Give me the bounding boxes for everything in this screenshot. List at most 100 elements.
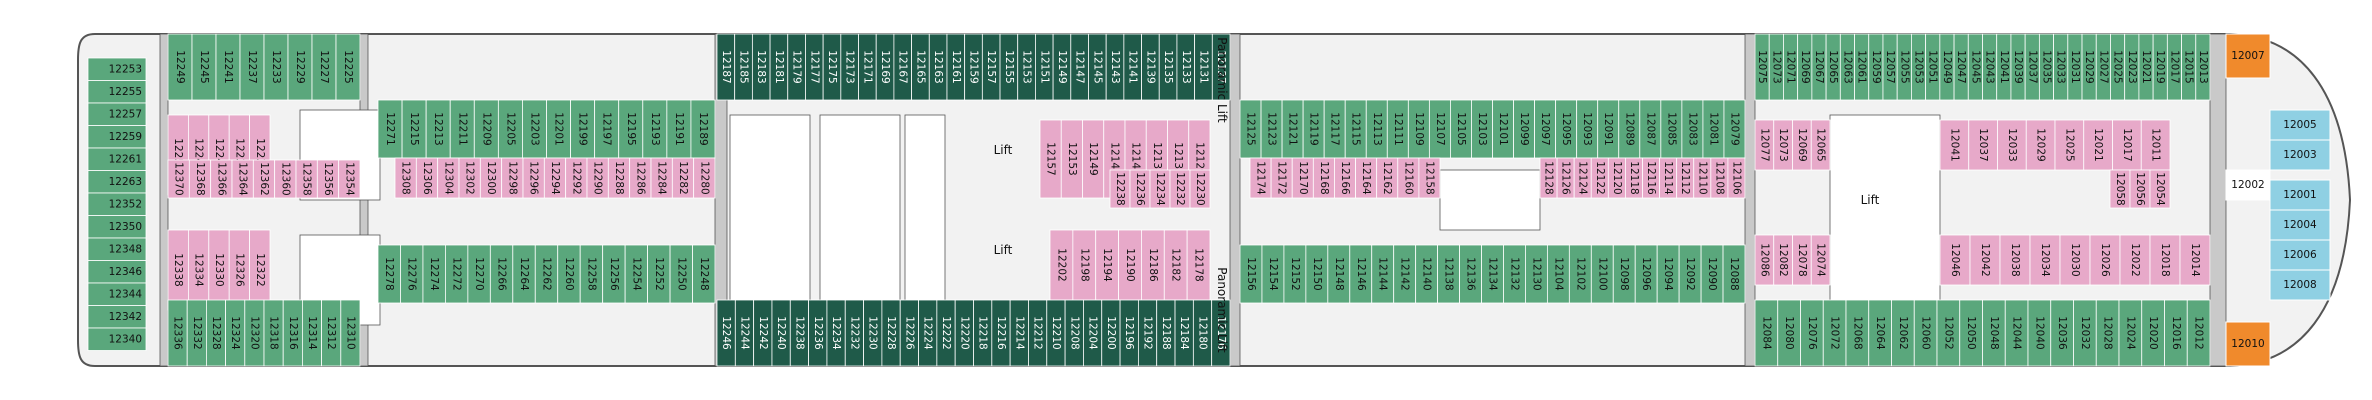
cabin-12186[interactable]: 12186 <box>1141 229 1165 301</box>
cabin-12015[interactable]: 12015 <box>2181 33 2197 101</box>
cabin-12257[interactable]: 12257 <box>87 102 147 126</box>
cabin-12123[interactable]: 12123 <box>1260 99 1283 159</box>
cabin-12048[interactable]: 12048 <box>1982 299 2006 367</box>
cabin-12094[interactable]: 12094 <box>1656 244 1680 304</box>
cabin-12045[interactable]: 12045 <box>1967 33 1983 101</box>
cabin-12296[interactable]: 12296 <box>522 157 545 199</box>
cabin-12165[interactable]: 12165 <box>911 33 930 101</box>
cabin-12063[interactable]: 12063 <box>1839 33 1855 101</box>
cabin-12151[interactable]: 12151 <box>1035 33 1054 101</box>
cabin-12189[interactable]: 12189 <box>690 99 716 159</box>
cabin-12181[interactable]: 12181 <box>769 33 789 101</box>
cabin-12071[interactable]: 12071 <box>1783 33 1799 101</box>
cabin-12160[interactable]: 12160 <box>1397 157 1420 199</box>
cabin-12147[interactable]: 12147 <box>1070 33 1089 101</box>
cabin-12164[interactable]: 12164 <box>1355 157 1378 199</box>
cabin-12082[interactable]: 12082 <box>1773 234 1793 286</box>
cabin-12234[interactable]: 12234 <box>826 299 846 367</box>
cabin-12069[interactable]: 12069 <box>1792 119 1812 171</box>
cabin-12262[interactable]: 12262 <box>534 244 559 304</box>
cabin-12054[interactable]: 12054 <box>2149 169 2171 209</box>
cabin-12340[interactable]: 12340 <box>87 327 147 351</box>
cabin-12122[interactable]: 12122 <box>1590 157 1609 199</box>
cabin-12084[interactable]: 12084 <box>1754 299 1779 367</box>
cabin-12199[interactable]: 12199 <box>570 99 596 159</box>
cabin-12111[interactable]: 12111 <box>1386 99 1409 159</box>
cabin-12203[interactable]: 12203 <box>522 99 547 159</box>
cabin-12204[interactable]: 12204 <box>1083 299 1103 367</box>
cabin-12176[interactable]: 12176 <box>1211 299 1231 367</box>
cabin-12218[interactable]: 12218 <box>973 299 993 367</box>
cabin-12259[interactable]: 12259 <box>87 125 147 149</box>
cabin-12314[interactable]: 12314 <box>301 299 322 367</box>
cabin-12298[interactable]: 12298 <box>501 157 524 199</box>
cabin-12238[interactable]: 12238 <box>789 299 810 367</box>
cabin-12174[interactable]: 12174 <box>1249 157 1272 199</box>
cabin-12166[interactable]: 12166 <box>1334 157 1356 199</box>
cabin-12261[interactable]: 12261 <box>87 147 147 171</box>
cabin-12124[interactable]: 12124 <box>1573 157 1592 199</box>
cabin-12310[interactable]: 12310 <box>340 299 361 367</box>
cabin-12195[interactable]: 12195 <box>618 99 644 159</box>
cabin-12198[interactable]: 12198 <box>1072 229 1097 301</box>
cabin-12180[interactable]: 12180 <box>1192 299 1213 367</box>
cabin-12077[interactable]: 12077 <box>1754 119 1775 171</box>
cabin-12326[interactable]: 12326 <box>228 229 250 311</box>
cabin-12230[interactable]: 12230 <box>1189 169 1211 209</box>
cabin-12244[interactable]: 12244 <box>734 299 755 367</box>
cabin-12157[interactable]: 12157 <box>981 33 1001 101</box>
cabin-12120[interactable]: 12120 <box>1607 157 1626 199</box>
cabin-12252[interactable]: 12252 <box>647 244 671 304</box>
cabin-12064[interactable]: 12064 <box>1868 299 1892 367</box>
cabin-12178[interactable]: 12178 <box>1186 229 1211 301</box>
cabin-12330[interactable]: 12330 <box>208 229 230 311</box>
cabin-12348[interactable]: 12348 <box>87 237 147 261</box>
cabin-12019[interactable]: 12019 <box>2152 33 2168 101</box>
cabin-12266[interactable]: 12266 <box>489 244 514 304</box>
cabin-12058[interactable]: 12058 <box>2109 169 2131 209</box>
cabin-12205[interactable]: 12205 <box>497 99 523 159</box>
cabin-12065[interactable]: 12065 <box>1825 33 1841 101</box>
cabin-12001[interactable]: 12001 <box>2269 179 2331 211</box>
cabin-12047[interactable]: 12047 <box>1953 33 1969 101</box>
cabin-12209[interactable]: 12209 <box>473 99 499 159</box>
cabin-12112[interactable]: 12112 <box>1676 157 1695 199</box>
cabin-12145[interactable]: 12145 <box>1088 33 1107 101</box>
cabin-12344[interactable]: 12344 <box>87 282 147 306</box>
cabin-12003[interactable]: 12003 <box>2269 139 2331 171</box>
cabin-12109[interactable]: 12109 <box>1407 99 1430 159</box>
cabin-12157[interactable]: 12157 <box>1039 119 1062 199</box>
cabin-12236[interactable]: 12236 <box>808 299 828 367</box>
cabin-12342[interactable]: 12342 <box>87 305 147 329</box>
cabin-12232[interactable]: 12232 <box>844 299 864 367</box>
cabin-12152[interactable]: 12152 <box>1283 244 1307 304</box>
cabin-12241[interactable]: 12241 <box>215 33 241 101</box>
cabin-12060[interactable]: 12060 <box>1913 299 1938 367</box>
cabin-12334[interactable]: 12334 <box>187 229 210 311</box>
cabin-12316[interactable]: 12316 <box>282 299 303 367</box>
cabin-12258[interactable]: 12258 <box>579 244 604 304</box>
cabin-12127[interactable]: 12127 <box>1211 33 1231 101</box>
cabin-12076[interactable]: 12076 <box>1800 299 1824 367</box>
cabin-12098[interactable]: 12098 <box>1612 244 1636 304</box>
cabin-12308[interactable]: 12308 <box>394 157 417 199</box>
cabin-12197[interactable]: 12197 <box>594 99 620 159</box>
cabin-12226[interactable]: 12226 <box>899 299 919 367</box>
cabin-12150[interactable]: 12150 <box>1305 244 1329 304</box>
cabin-12194[interactable]: 12194 <box>1095 229 1119 301</box>
cabin-12216[interactable]: 12216 <box>991 299 1011 367</box>
cabin-12159[interactable]: 12159 <box>964 33 983 101</box>
cabin-12173[interactable]: 12173 <box>840 33 859 101</box>
cabin-12110[interactable]: 12110 <box>1693 157 1712 199</box>
cabin-12052[interactable]: 12052 <box>1936 299 1961 367</box>
cabin-12358[interactable]: 12358 <box>295 159 318 199</box>
cabin-12153[interactable]: 12153 <box>1017 33 1036 101</box>
cabin-12035[interactable]: 12035 <box>2038 33 2054 101</box>
cabin-12149[interactable]: 12149 <box>1052 33 1072 101</box>
cabin-12025[interactable]: 12025 <box>2110 33 2126 101</box>
cabin-12021[interactable]: 12021 <box>2138 33 2154 101</box>
cabin-12065[interactable]: 12065 <box>1810 119 1831 171</box>
cabin-12201[interactable]: 12201 <box>546 99 571 159</box>
cabin-12033[interactable]: 12033 <box>2053 33 2069 101</box>
cabin-12220[interactable]: 12220 <box>954 299 974 367</box>
